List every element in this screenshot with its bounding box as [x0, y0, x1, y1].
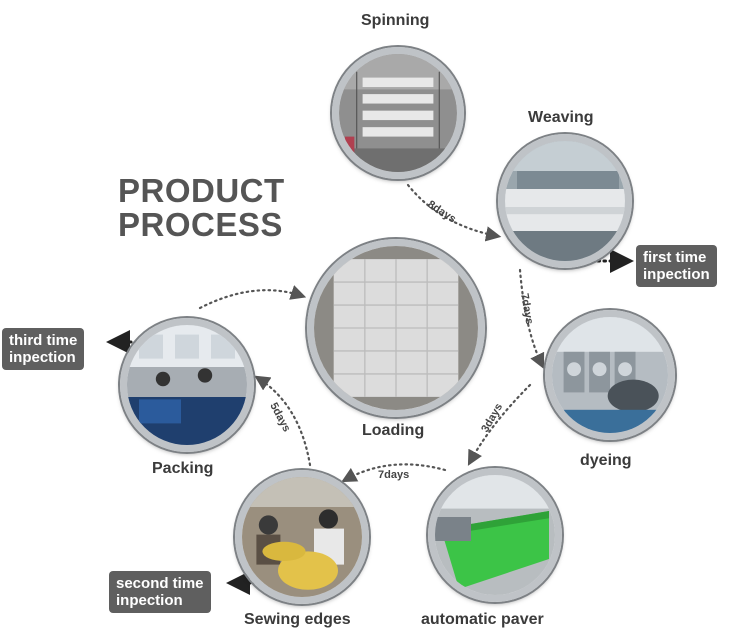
badge-first-line1: first time — [643, 249, 707, 266]
arrow-sewing-packing — [254, 375, 312, 467]
badge-third-line1: third time — [9, 332, 78, 349]
arrow-dyeing-paver — [467, 383, 532, 466]
badge-first-line2: inpection — [643, 266, 710, 283]
badge-second-line1: second time — [116, 575, 204, 592]
duration-dye-paver: 3days — [479, 401, 505, 434]
photo-automatic-paver — [428, 468, 562, 602]
label-loading: Loading — [362, 422, 425, 439]
photo-loading — [307, 239, 485, 417]
photo-weaving — [498, 134, 632, 268]
arrow-paver-sewing — [341, 463, 447, 483]
badge-second-line2: inpection — [116, 592, 183, 609]
label-packing: Packing — [152, 460, 214, 477]
photo-dyeing — [545, 310, 675, 440]
photo-packing — [120, 318, 254, 452]
label-weaving: Weaving — [528, 109, 594, 126]
duration-weave-dye: 7days — [518, 292, 535, 325]
label-automatic-paver: automatic paver — [421, 611, 544, 628]
photo-spinning — [332, 47, 464, 179]
label-sewing-edges: Sewing edges — [244, 611, 351, 628]
arrow-spinning-weaving — [406, 183, 502, 242]
title-line-1: PRODUCT — [118, 172, 285, 209]
badge-second-inspection: second time inpection — [109, 571, 211, 613]
duration-spin-weave: 8days — [425, 198, 458, 225]
photo-sewing-edges — [235, 470, 369, 604]
label-dyeing: dyeing — [580, 452, 632, 469]
badge-third-inspection: third time inpection — [2, 328, 85, 370]
arrow-packing-loading — [198, 285, 307, 310]
duration-paver-sew: 7days — [378, 469, 409, 481]
badge-third-line2: inpection — [9, 349, 76, 366]
arrow-weaving-dyeing — [518, 268, 545, 369]
duration-sew-pack: 5days — [267, 401, 292, 434]
diagram-title: PRODUCT PROCESS — [118, 174, 285, 242]
label-spinning: Spinning — [361, 12, 430, 29]
badge-first-inspection: first time inpection — [636, 245, 717, 287]
title-line-2: PROCESS — [118, 206, 283, 243]
